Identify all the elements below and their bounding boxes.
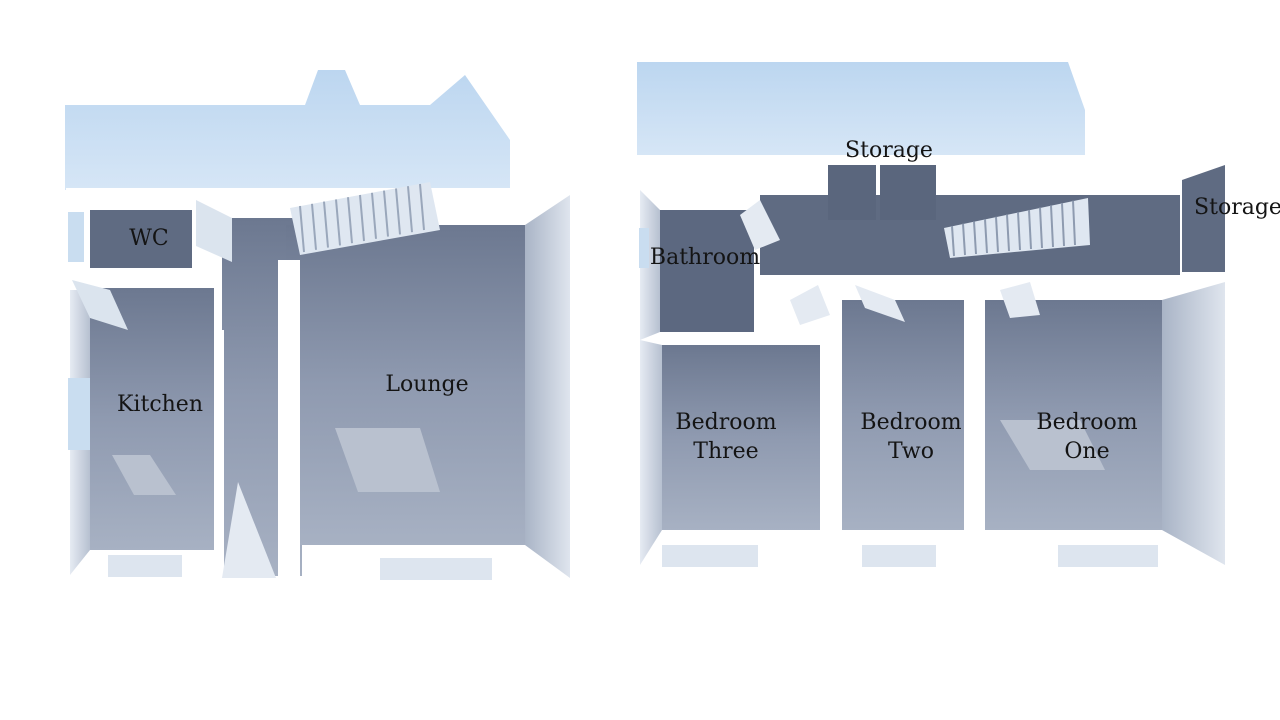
bedroom-one-window [1058, 545, 1158, 567]
kitchen-door [72, 280, 128, 330]
kitchen-sun-patch [112, 455, 176, 495]
bathroom-label: Bathroom [650, 245, 760, 270]
bedroom-one-sun-patch [1000, 420, 1105, 470]
bedroom-three-door [790, 285, 830, 325]
bedroom-one-label-line1: Bedroom [1036, 410, 1137, 435]
bedroom-one-wall-right [1162, 282, 1225, 565]
bathroom-room [660, 210, 754, 332]
bedroom-two-door [855, 285, 905, 322]
bathroom-window [639, 228, 649, 268]
stair-tread [951, 225, 955, 257]
storage-right-room [1182, 165, 1225, 272]
stair-tread [1039, 207, 1043, 249]
storage-right-label: Storage [1194, 195, 1280, 220]
ground-back-wall [65, 70, 510, 190]
bathroom-door [740, 200, 780, 250]
stair-tread [299, 205, 305, 253]
bedroom-three-wall-left [640, 340, 662, 565]
hall-front-door [222, 482, 276, 578]
bedroom-one-room [985, 300, 1165, 530]
stair-tread [962, 223, 966, 256]
stair-tread [395, 188, 401, 235]
bedroom-one-label-line2: One [1064, 439, 1109, 464]
lounge-divider [278, 260, 300, 578]
first-back-wall [637, 62, 1085, 155]
bedroom-two-wall-left [822, 300, 842, 565]
storage-top-room [828, 165, 876, 220]
stair-tread [1050, 205, 1054, 248]
stair-tread [1061, 202, 1065, 247]
lounge-front-window [380, 558, 492, 580]
storage-top-room-2 [880, 165, 936, 220]
bedroom-one-door [1000, 282, 1040, 318]
first-floor [637, 62, 1227, 570]
storage-top-label: Storage [845, 138, 933, 163]
stair-tread [383, 190, 389, 237]
kitchen-label: Kitchen [117, 392, 203, 417]
stair-tread [419, 183, 425, 231]
bedroom-two-label-line2: Two [888, 439, 934, 464]
bedroom-two-label-line1: Bedroom [860, 410, 961, 435]
stair-tread [973, 221, 977, 255]
stair-tread [335, 199, 341, 246]
stair-tread [984, 219, 988, 254]
stair-tread [359, 194, 365, 242]
bedroom-three-window [662, 545, 758, 567]
bedroom-three-room [662, 345, 820, 530]
stair-tread [407, 186, 413, 233]
stair-tread [371, 192, 377, 239]
stair-tread [311, 203, 317, 250]
stair-tread [995, 216, 999, 253]
bedroom-two-window [862, 545, 936, 567]
bedroom-three-label-line2: Three [693, 439, 758, 464]
wc-room [90, 210, 192, 268]
hall-door-upper [196, 200, 232, 262]
stair-tread [323, 201, 329, 248]
ground-stairs [290, 182, 440, 255]
stair-tread [1006, 214, 1010, 252]
wc-label: WC [129, 226, 168, 251]
bathroom-wall-left [640, 190, 660, 340]
hall-wall-mid [214, 330, 224, 578]
kitchen-room [88, 288, 214, 550]
bedroom-three-label-line1: Bedroom [675, 410, 776, 435]
lounge-label: Lounge [385, 372, 468, 397]
ground-floor [65, 70, 572, 580]
lounge-sun-patch [335, 428, 440, 492]
first-stairs [944, 198, 1090, 258]
kitchen-front-window [108, 555, 182, 577]
stair-tread [347, 197, 353, 244]
stair-tread [1017, 212, 1021, 251]
lounge-wall-right [525, 195, 570, 578]
stair-tread [1028, 209, 1032, 250]
wc-window [68, 212, 84, 262]
kitchen-window [68, 378, 90, 450]
bedroom-two-room [842, 300, 964, 530]
stair-tread [1072, 200, 1076, 246]
